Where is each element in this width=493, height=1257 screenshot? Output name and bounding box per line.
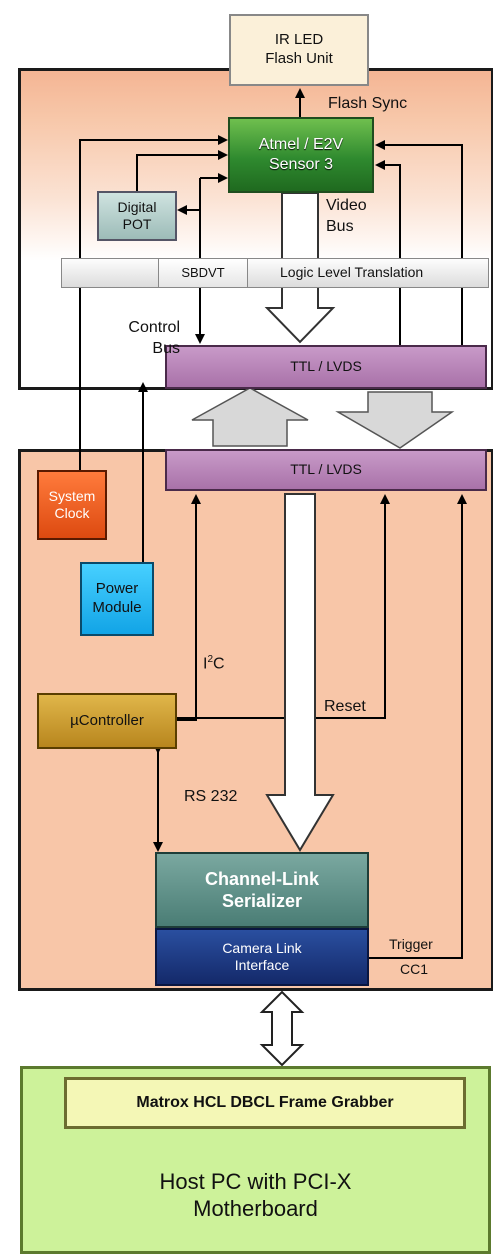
logic-level-translation-bar	[61, 258, 489, 288]
logic-level-label: Logic Level Translation	[280, 264, 424, 281]
atmel-sensor-label: Atmel / E2V Sensor 3	[258, 136, 344, 173]
ttl-top-label: TTL / LVDS	[290, 358, 362, 375]
rs232-label: RS 232	[184, 788, 238, 805]
sbdvt-label: SBDVT	[181, 264, 225, 280]
frame-grabber-label: Matrox HCL DBCL Frame Grabber	[136, 1094, 394, 1111]
atmel-sensor: Atmel / E2V Sensor 3	[228, 117, 374, 193]
right-line-1	[375, 160, 401, 345]
ir-led-flash-unit: IR LED Flash Unit	[229, 14, 369, 86]
sbdvt-block: SBDVT	[158, 258, 248, 288]
trigger-label: Trigger	[389, 936, 433, 952]
power-module-label: Power Module	[92, 580, 142, 616]
reset-line	[177, 494, 390, 719]
camera-link-interface: Camera Link Interface	[155, 928, 369, 986]
ttl-bottom-label: TTL / LVDS	[290, 461, 362, 478]
data-down-arrow	[265, 493, 335, 852]
serializer-label: Channel-Link Serializer	[204, 868, 319, 912]
microcontroller: µController	[37, 693, 177, 749]
ir-led-label: IR LED Flash Unit	[265, 31, 333, 67]
channel-link-serializer: Channel-Link Serializer	[155, 852, 369, 928]
reset-label: Reset	[324, 698, 366, 715]
digital-pot: Digital POT	[97, 191, 177, 241]
digital-pot-label: Digital POT	[117, 198, 157, 233]
trigger-line	[369, 494, 467, 959]
microcontroller-label: µController	[70, 711, 144, 729]
pot-to-sensor-line	[136, 150, 228, 191]
system-clock-label: System Clock	[48, 487, 96, 522]
cc1-label: CC1	[400, 961, 429, 977]
power-module: Power Module	[80, 562, 154, 636]
host-pc-label: Host PC with PCI-X Motherboard	[159, 1168, 352, 1222]
clock-to-sensor-line	[79, 135, 228, 470]
frame-grabber: Matrox HCL DBCL Frame Grabber	[64, 1077, 466, 1129]
video-bus-label: Video Bus	[326, 197, 367, 235]
camera-host-arrow	[259, 990, 305, 1067]
i2c-label: I2C	[203, 654, 225, 673]
ttl-lvds-top: TTL / LVDS	[165, 345, 487, 389]
camera-link-label: Camera Link Interface	[222, 939, 302, 974]
down-bus-arrow	[335, 391, 455, 449]
control-bus-label: Control Bus	[128, 319, 180, 357]
i2c-line	[177, 494, 201, 721]
ttl-lvds-bottom: TTL / LVDS	[165, 449, 487, 491]
right-line-2	[375, 140, 463, 345]
flash-sync-label: Flash Sync	[328, 95, 408, 112]
up-bus-arrow	[191, 387, 309, 447]
system-clock: System Clock	[37, 470, 107, 540]
